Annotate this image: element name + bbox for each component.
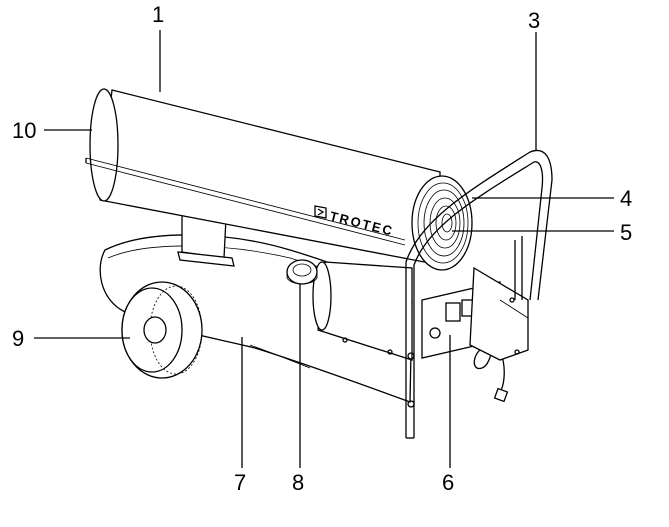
burner-housing: [85, 88, 441, 266]
tank-cap: [286, 259, 318, 285]
callout-label-5: 5: [620, 220, 632, 245]
callout-leaders: [34, 30, 614, 468]
callout-label-4: 4: [620, 186, 632, 211]
fan-guard: [411, 175, 473, 271]
rear-frame: [469, 266, 529, 361]
wheel: [121, 281, 203, 379]
motor-housing: [312, 261, 413, 361]
callout-label-7: 7: [234, 470, 246, 495]
callout-label-8: 8: [292, 470, 304, 495]
callout-label-10: 10: [12, 118, 36, 143]
callout-label-9: 9: [12, 326, 24, 351]
callout-label-1: 1: [152, 2, 164, 27]
callout-label-6: 6: [442, 470, 454, 495]
callout-labels: 1 3 4 5 6 7 8 9 10: [12, 2, 632, 495]
callout-label-3: 3: [528, 8, 540, 33]
push-handle: [405, 149, 553, 439]
